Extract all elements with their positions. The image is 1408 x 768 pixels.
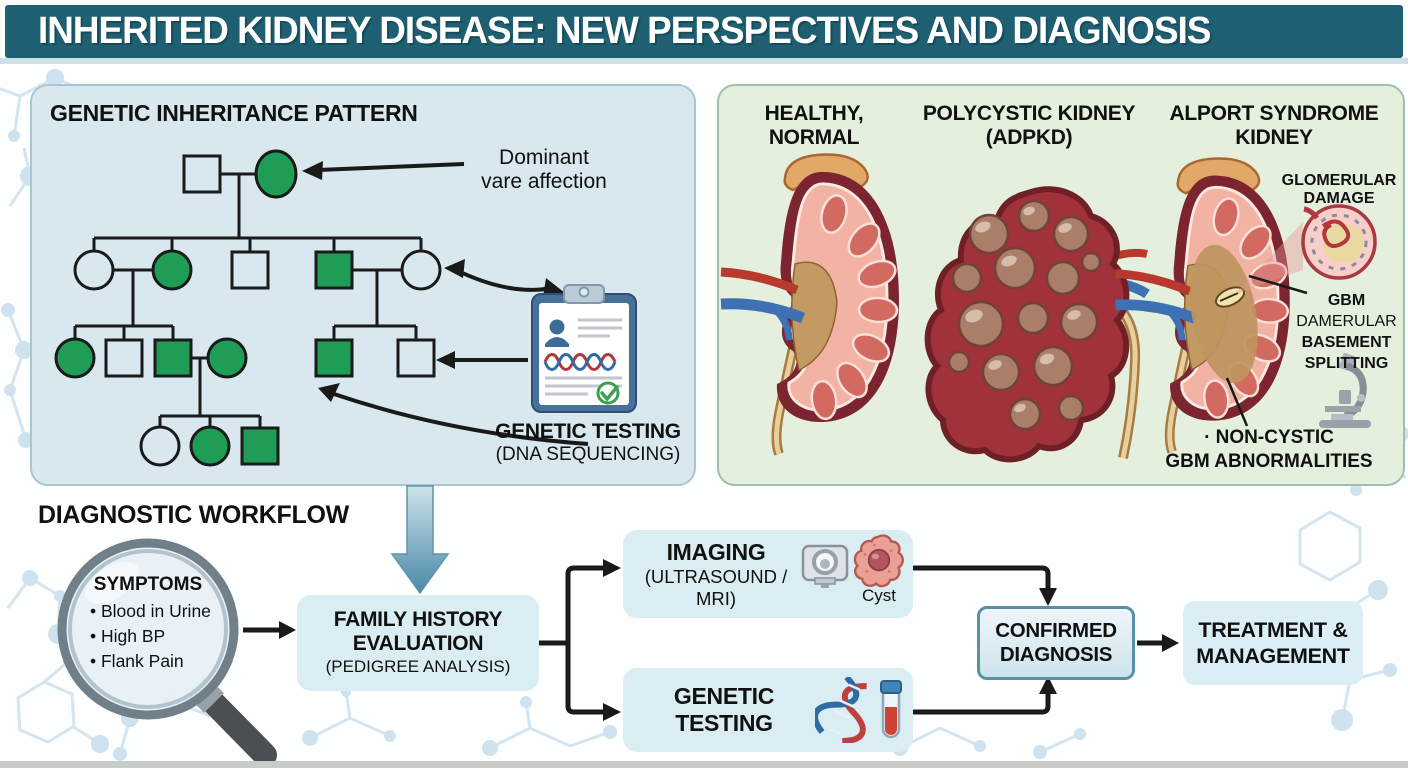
pedigree-affected-female bbox=[254, 149, 298, 199]
gbm-splitting-label: GBM DAMERULAR BASEMENT SPLITTING bbox=[1296, 292, 1397, 372]
clipboard-to-male-arrow bbox=[436, 351, 528, 369]
pedigree-affected-male bbox=[240, 426, 280, 466]
microscope-icon bbox=[1319, 353, 1371, 428]
pedigree-affected-female bbox=[151, 249, 193, 291]
tested-individual-double-arrow bbox=[444, 259, 565, 297]
confirmed-diagnosis-box: CONFIRMED DIAGNOSIS bbox=[977, 606, 1135, 680]
noncystic-pointer-line bbox=[1225, 377, 1249, 427]
pedigree-affected-male bbox=[314, 338, 354, 378]
molecule-decoration-left bbox=[1, 303, 34, 448]
header-banner: INHERITED KIDNEY DISEASE: NEW PERSPECTIV… bbox=[5, 5, 1403, 58]
pedigree-affected-female bbox=[54, 337, 96, 379]
symptom-item: • Flank Pain bbox=[90, 651, 184, 671]
dominant-carrier-label: Dominant vare affection bbox=[481, 146, 607, 194]
imaging-to-confirmed-line bbox=[913, 565, 1051, 590]
genetic-testing-curved-arrow bbox=[318, 383, 589, 446]
pedigree-unaffected-female bbox=[73, 249, 115, 291]
cyst-figure: Cyst bbox=[853, 534, 905, 606]
inheritance-panel-title: GENETIC INHERITANCE PATTERN bbox=[50, 100, 418, 126]
pedigree-affected-female bbox=[189, 425, 231, 467]
pedigree-to-family-arrow bbox=[390, 485, 450, 595]
healthy-kidney-illustration bbox=[721, 155, 899, 454]
genetic-to-confirmed-line bbox=[913, 694, 1051, 715]
pedigree-unaffected-male bbox=[230, 250, 270, 290]
pedigree-chart bbox=[54, 149, 637, 467]
alport-kidney-label: ALPORT SYNDROME KIDNEY bbox=[1169, 102, 1379, 150]
checkmark-icon bbox=[596, 381, 620, 405]
magnifier-icon bbox=[57, 538, 277, 767]
gbm-pointer-line bbox=[1248, 274, 1308, 295]
imaging-label: IMAGING (ULTRASOUND / MRI) bbox=[644, 538, 788, 609]
polycystic-kidney-label: POLYCYSTIC KIDNEY (ADPKD) bbox=[922, 102, 1136, 150]
genetic-test-clipboard-icon bbox=[531, 284, 637, 413]
alport-damage-overlay bbox=[1190, 244, 1258, 384]
treatment-box: TREATMENT & MANAGEMENT bbox=[1183, 601, 1363, 685]
glomerular-damage-label: GLOMERULAR DAMAGE bbox=[1281, 172, 1397, 208]
pedigree-unaffected-male bbox=[104, 338, 144, 378]
genetic-testing-box: GENETIC TESTING bbox=[623, 668, 913, 752]
kidney-illustrations bbox=[719, 86, 1377, 463]
header-divider bbox=[0, 58, 1408, 64]
family-branch-lines bbox=[539, 565, 606, 715]
mri-scanner-icon bbox=[801, 544, 849, 588]
healthy-kidney-label: HEALTHY, NORMAL bbox=[764, 102, 864, 150]
non-cystic-label: · NON-CYSTIC GBM ABNORMALITIES bbox=[1165, 427, 1373, 472]
pedigree-unaffected-male bbox=[396, 338, 436, 378]
genetic-testing-label: GENETIC TESTING bbox=[673, 683, 775, 736]
pedigree-affected-male bbox=[153, 338, 193, 378]
dominant-carrier-arrow bbox=[302, 161, 465, 180]
polycystic-kidney-illustration bbox=[924, 186, 1150, 463]
workflow-title: DIAGNOSTIC WORKFLOW bbox=[38, 501, 349, 529]
symptom-item: • High BP bbox=[90, 626, 166, 646]
imaging-box: IMAGING (ULTRASOUND / MRI) Cyst bbox=[623, 530, 913, 618]
kidney-comparison-panel: HEALTHY, NORMAL POLYCYSTIC KIDNEY (ADPKD… bbox=[717, 84, 1405, 486]
pedigree-affected-female bbox=[206, 337, 248, 379]
cyst-label: Cyst bbox=[862, 586, 896, 605]
glomerulus-inset-icon bbox=[1301, 204, 1377, 280]
cyst-cell-icon bbox=[853, 534, 904, 588]
pedigree-unaffected-male bbox=[182, 154, 222, 194]
pedigree-affected-male bbox=[314, 250, 354, 290]
symptom-item: • Blood in Urine bbox=[90, 601, 211, 621]
genetic-inheritance-panel: GENETIC INHERITANCE PATTERN bbox=[30, 84, 696, 486]
dna-helix-icon bbox=[815, 677, 867, 743]
page-title: INHERITED KIDNEY DISEASE: NEW PERSPECTIV… bbox=[37, 9, 1211, 52]
symptoms-title: SYMPTOMS bbox=[93, 574, 203, 595]
family-history-box: FAMILY HISTORY EVALUATION (PEDIGREE ANAL… bbox=[297, 595, 539, 691]
pedigree-unaffected-female bbox=[139, 425, 181, 467]
genetic-testing-caption: GENETIC TESTING (DNA SEQUENCING) bbox=[495, 420, 681, 466]
pedigree-unaffected-female bbox=[400, 249, 442, 291]
blood-test-tube-icon bbox=[880, 680, 902, 739]
bottom-border bbox=[0, 761, 1408, 768]
